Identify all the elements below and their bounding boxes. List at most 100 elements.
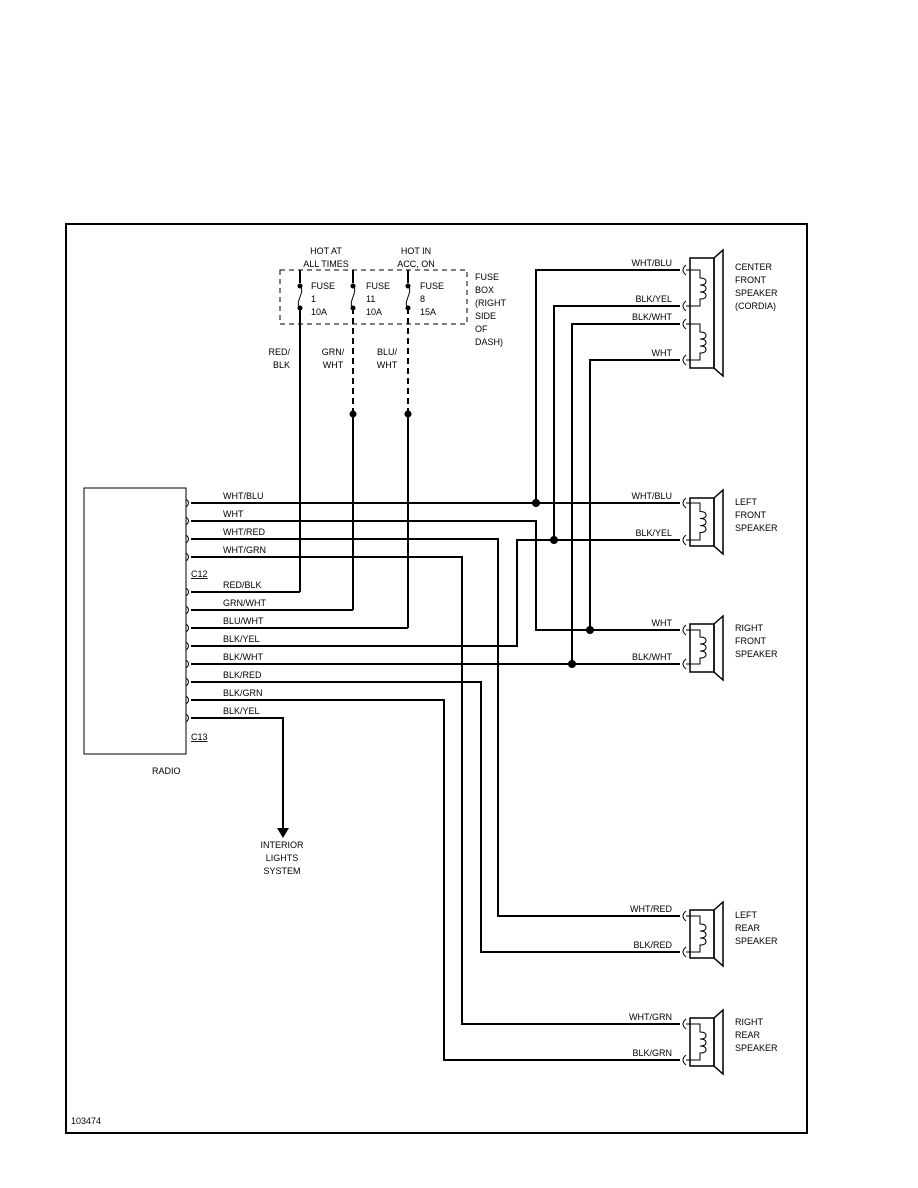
speaker-terminal-3-1 [682,624,687,636]
speakers: WHT/BLUBLK/YELBLK/WHTWHTCENTERFRONTSPEAK… [629,248,778,1076]
wire-blk-red [191,681,680,953]
speaker-terminal-2-1 [682,497,687,509]
speaker-cone-icon-4 [713,900,724,968]
radio-pin-label-1: WHT/BLU [223,491,264,501]
speaker-terminal-5-1 [682,1018,687,1030]
radio-pin-2 [185,516,189,526]
interior-lights-label-1: INTERIOR [260,840,304,850]
hot-at-label: HOT AT [310,246,342,256]
radio-pin-label-10: BLK/RED [223,670,262,680]
fuse-box-label-4: SIDE [475,311,496,321]
speaker-name-3-1: RIGHT [735,623,764,633]
speaker-wire-label-1-4: WHT [652,348,673,358]
radio-pin-label-3: WHT/RED [223,527,265,537]
fuse-8-number: 8 [420,294,425,304]
radio-pin-10 [185,677,189,687]
radio-pin-6 [185,605,189,615]
speaker-cone-icon-3 [713,614,724,682]
splices [532,499,594,668]
radio-pin-label-8: BLK/YEL [223,634,260,644]
speaker-name-1-3: SPEAKER [735,288,778,298]
feed-label-grn-wht-2: WHT [323,360,344,370]
wire-blk-yel-interior [191,717,284,828]
fuse-8: FUSE 8 15A [405,270,444,317]
speaker-name-3-2: FRONT [735,636,766,646]
speaker-name-1-1: CENTER [735,262,773,272]
all-times-label: ALL TIMES [303,259,349,269]
speaker-name-4-3: SPEAKER [735,936,778,946]
splice-wht-blu [532,499,540,507]
speaker-cone-icon-1 [713,248,724,378]
speaker-name-5-3: SPEAKER [735,1043,778,1053]
fuse-11: FUSE 11 10A [350,270,390,317]
speaker-body-4 [689,909,715,959]
connector-c13-label: C13 [191,732,208,742]
speaker-wire-label-4-1: WHT/RED [630,904,672,914]
fuse-box-label-1: FUSE [475,272,499,282]
fuse-1-word: FUSE [311,281,335,291]
fuse-box-label-3: (RIGHT [475,298,506,308]
speaker-name-2-2: FRONT [735,510,766,520]
radio-pin-label-5: RED/BLK [223,580,262,590]
fuse-box-outline [279,269,468,325]
speaker-terminal-1-4 [682,354,687,366]
fuse-11-rating: 10A [366,307,382,317]
speaker-coil-icon-5-1 [690,1023,707,1061]
radio-pin-label-12: BLK/YEL [223,706,260,716]
diagram-id: 103474 [71,1116,101,1126]
speaker-terminal-1-1 [682,264,687,276]
speaker-coil-icon-3-1 [690,629,707,665]
radio-pin-label-4: WHT/GRN [223,545,266,555]
speaker-name-4-2: REAR [735,923,761,933]
radio-pin-label-6: GRN/WHT [223,598,266,608]
fuse-box: HOT AT ALL TIMES HOT IN ACC, ON FUSE BOX… [268,246,506,370]
fuse-11-number: 11 [366,294,375,304]
wire-center-wht [589,359,680,630]
wire-center-blk-yel [553,305,680,540]
feed-label-blu-wht-1: BLU/ [377,347,398,357]
feed-label-blu-wht-2: WHT [377,360,398,370]
connector-c12-label: C12 [191,569,208,579]
speaker-terminal-3-2 [682,658,687,670]
fuse-box-label-2: BOX [475,285,494,295]
fuse-8-rating: 15A [420,307,436,317]
fuse-box-label-5: OF [475,324,488,334]
radio-body [83,487,187,755]
splice-blk-yel [550,536,558,544]
radio-pin-label-7: BLU/WHT [223,616,264,626]
fuse-1-number: 1 [311,294,316,304]
speaker-wire-label-1-1: WHT/BLU [632,258,673,268]
radio-pins: WHT/BLU WHT WHT/RED WHT/GRN RED/BLK GRN/WHT BL… [185,491,266,723]
speaker-wire-label-1-2: BLK/YEL [635,294,672,304]
speaker-wire-label-3-1: WHT [652,618,673,628]
radio-pin-label-2: WHT [223,509,244,519]
feed-label-grn-wht-1: GRN/ [322,347,345,357]
radio-pin-12 [185,713,189,723]
speaker-name-5-1: RIGHT [735,1017,764,1027]
radio-pin-7 [185,623,189,633]
speaker-wire-label-5-2: BLK/GRN [632,1048,672,1058]
fuse-1-rating: 10A [311,307,327,317]
radio-pin-8 [185,641,189,651]
speaker-coil-icon-2-1 [690,502,707,541]
radio-pin-3 [185,534,189,544]
speaker-wire-label-2-2: BLK/YEL [635,528,672,538]
speaker-terminal-2-2 [682,534,687,546]
radio-pin-label-9: BLK/WHT [223,652,264,662]
speaker-coil-icon-4-1 [690,915,707,953]
wire-wht-red [191,538,680,917]
wire-wht [191,520,680,631]
fuse-8-word: FUSE [420,281,444,291]
speaker-body-2 [689,497,715,547]
splice-blk-wht [568,660,576,668]
radio-pin-1 [185,498,189,508]
speaker-wire-label-4-2: BLK/RED [633,940,672,950]
speaker-cone-icon-5 [713,1008,724,1076]
center-speaker-wiring [535,269,680,664]
interior-lights-arrow-icon [277,828,289,838]
wire-wht-grn [191,556,680,1025]
